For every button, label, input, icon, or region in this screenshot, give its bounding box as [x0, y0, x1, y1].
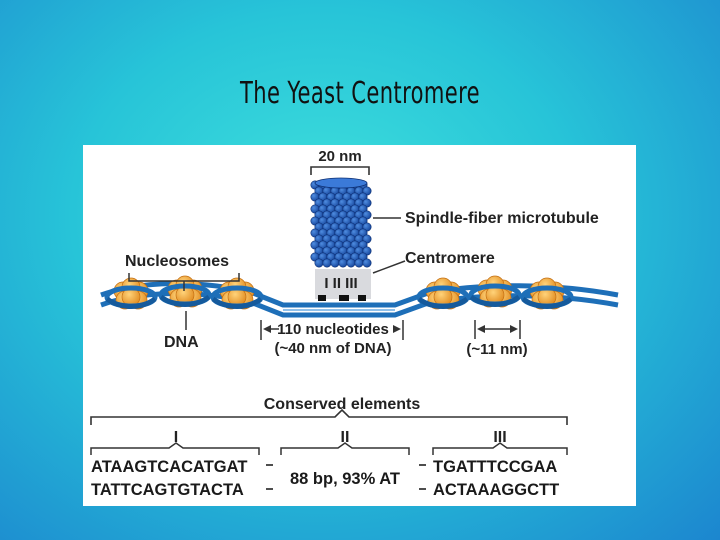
nucleosome	[158, 275, 212, 308]
nucleosome	[520, 277, 574, 310]
nucleosomes-label: Nucleosomes	[125, 253, 229, 270]
nucleotides-label: 110 nucleotides	[277, 321, 389, 338]
width-20nm-label: 20 nm	[318, 148, 361, 165]
cde-i-mark	[318, 295, 326, 301]
element-i-bracket	[90, 442, 260, 455]
cde-ii-mark	[339, 295, 349, 301]
microtubule-label: Spindle-fiber microtubule	[405, 210, 599, 227]
tubulin-bead	[346, 258, 356, 268]
microtubule	[310, 177, 372, 268]
conserved-bracket	[90, 408, 568, 425]
element-ii-text: 88 bp, 93% AT	[290, 470, 400, 488]
dna-length-label: (~40 nm of DNA)	[274, 340, 391, 357]
wrapped-dna-front	[159, 294, 211, 307]
cde-iii-mark	[358, 295, 366, 301]
fiber-arrow-right-icon	[510, 325, 518, 333]
width-bracket	[310, 166, 370, 175]
wrapped-dna-front	[521, 296, 573, 309]
wrapped-dna-front	[211, 296, 263, 309]
tubulin-bead	[322, 258, 332, 268]
nt-arrow-right-icon	[393, 325, 401, 333]
centromere-leader	[372, 260, 406, 274]
element-i-top-seq: ATAAGTCACATGAT	[91, 458, 247, 476]
wrapped-dna-front	[105, 296, 157, 309]
nucleosome	[104, 277, 158, 310]
dna-label: DNA	[164, 334, 199, 351]
tubulin-bead	[314, 258, 324, 268]
nucleosome	[416, 277, 470, 310]
element-marks-label: I II III	[324, 275, 357, 292]
slide-title: The Yeast Centromere	[240, 76, 480, 111]
tubulin-bead	[354, 258, 364, 268]
nt-arrow-left-icon	[263, 325, 271, 333]
fiber-width-label: (~11 nm)	[466, 341, 527, 358]
tubulin-bead	[338, 258, 348, 268]
nucleosomes	[104, 275, 574, 310]
centromere-region	[315, 269, 371, 299]
centromere-diagram: 20 nm I II III Spindle-fiber microtubule…	[90, 148, 619, 499]
nucleosome	[210, 277, 264, 310]
element-iii-numeral: III	[493, 429, 506, 446]
microtubule-cap	[314, 177, 368, 189]
element-i-numeral: I	[174, 429, 178, 446]
element-ii-numeral: II	[341, 429, 350, 446]
centromere-label: Centromere	[405, 250, 495, 267]
wrapped-dna-front	[469, 294, 521, 307]
tubulin-bead	[362, 258, 372, 268]
element-iii-top-seq: TGATTTCCGAA	[433, 458, 557, 476]
nucleosome	[468, 275, 522, 308]
tubulin-bead	[330, 258, 340, 268]
centromere-figure: 20 nm I II III Spindle-fiber microtubule…	[83, 145, 636, 506]
element-iii-bracket	[432, 442, 568, 455]
element-iii-bottom-seq: ACTAAAGGCTT	[433, 481, 559, 499]
conserved-label: Conserved elements	[264, 396, 421, 413]
fiber-arrow-left-icon	[477, 325, 485, 333]
element-ii-bracket	[280, 442, 410, 455]
element-i-bottom-seq: TATTCAGTGTACTA	[91, 481, 244, 499]
wrapped-dna-front	[417, 296, 469, 309]
